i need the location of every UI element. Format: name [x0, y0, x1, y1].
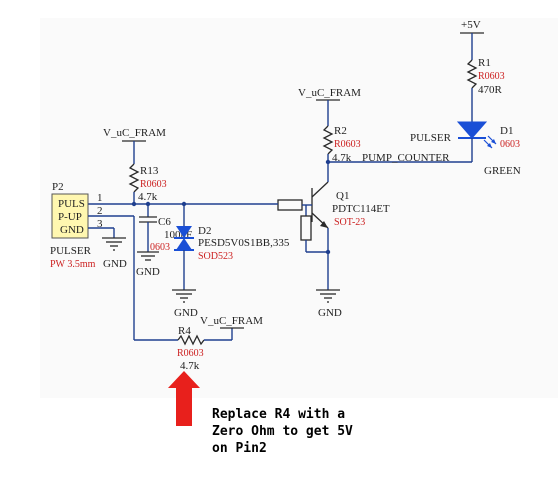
- d1-color: GREEN: [484, 165, 521, 177]
- d2-tvs-diode: D2 PESD5V0S1BB,335 SOD523 GND: [172, 204, 290, 319]
- q1-ground: GND: [316, 289, 342, 319]
- q1-package: SOT-23: [334, 217, 365, 228]
- d2-part: PESD5V0S1BB,335: [198, 237, 290, 249]
- pump-counter-net-label: PUMP_COUNTER: [362, 152, 450, 164]
- q1-transistor: Q1 PDTC114ET SOT-23: [277, 177, 390, 290]
- r13-supply-label: V_uC_FRAM: [103, 127, 166, 139]
- connector-ref: P2: [52, 181, 64, 193]
- q1-gnd-label: GND: [318, 307, 342, 319]
- d2-ref: D2: [198, 225, 211, 237]
- five-v-label: +5V: [461, 19, 481, 31]
- r2-value: 4.7k: [332, 152, 352, 164]
- c6-capacitor: C6 100nF 0603 GND: [136, 204, 192, 278]
- r13-supply: V_uC_FRAM: [103, 127, 166, 164]
- r2-supply-label: V_uC_FRAM: [298, 87, 361, 99]
- r2-ref: R2: [334, 125, 347, 137]
- d1-ref: D1: [500, 125, 513, 137]
- d1-led: D1 0603 PULSER GREEN: [410, 121, 521, 177]
- r2-package: R0603: [334, 139, 361, 150]
- c6-ref: C6: [158, 216, 171, 228]
- connector-pin3-number: 3: [97, 218, 103, 230]
- r4-resistor: V_uC_FRAM R4 R0603 4.7k: [177, 315, 263, 372]
- r1-resistor: R1 R0603 470R: [466, 57, 505, 122]
- annotation-line3: on Pin2: [212, 441, 267, 456]
- connector-pin1-label: PULS: [58, 198, 85, 210]
- r4-value: 4.7k: [180, 360, 200, 372]
- annotation-line1: Replace R4 with a: [212, 407, 345, 422]
- d1-package: 0603: [500, 139, 520, 150]
- r1-value: 470R: [478, 84, 503, 96]
- connector-body: [51, 193, 89, 239]
- connector-pin2-label: P-UP: [58, 211, 82, 223]
- connector-ground: [102, 237, 126, 251]
- r1-ref: R1: [478, 57, 491, 69]
- r13-package: R0603: [140, 179, 167, 190]
- red-arrow-up-icon: [168, 371, 200, 426]
- annotation-line2: Zero Ohm to get 5V: [212, 424, 353, 439]
- r2-supply: V_uC_FRAM: [298, 87, 361, 126]
- c6-gnd-label: GND: [136, 266, 160, 278]
- r13-value: 4.7k: [138, 191, 158, 203]
- r1-package: R0603: [478, 71, 505, 82]
- r2-resistor: R2 R0603 4.7k PUMP_COUNTER: [322, 125, 472, 177]
- r4-package: R0603: [177, 348, 204, 359]
- connector-name: PULSER: [50, 245, 92, 257]
- connector-pin3-label: GND: [60, 224, 84, 236]
- connector-pin1-number: 1: [97, 192, 103, 204]
- c6-package: 0603: [150, 242, 170, 253]
- annotation-note: Replace R4 with a Zero Ohm to get 5V on …: [212, 407, 353, 456]
- connector-part: PW 3.5mm: [50, 259, 96, 270]
- r4-ref: R4: [178, 325, 191, 337]
- q1-ref: Q1: [336, 190, 349, 202]
- d2-gnd-label: GND: [174, 307, 198, 319]
- five-v-rail: +5V: [460, 19, 484, 60]
- q1-part: PDTC114ET: [332, 203, 390, 215]
- connector-gnd-label: GND: [103, 258, 127, 270]
- r13-ref: R13: [140, 165, 159, 177]
- d2-package: SOD523: [198, 251, 233, 262]
- r13-resistor: R13 R0603 4.7k: [128, 163, 167, 204]
- connector-pin2-number: 2: [97, 205, 103, 217]
- d1-name: PULSER: [410, 132, 452, 144]
- r4-supply-label: V_uC_FRAM: [200, 315, 263, 327]
- connector-p2: P2 PULS P-UP GND 1 2 3 PULSER PW 3.5mm G…: [50, 181, 127, 270]
